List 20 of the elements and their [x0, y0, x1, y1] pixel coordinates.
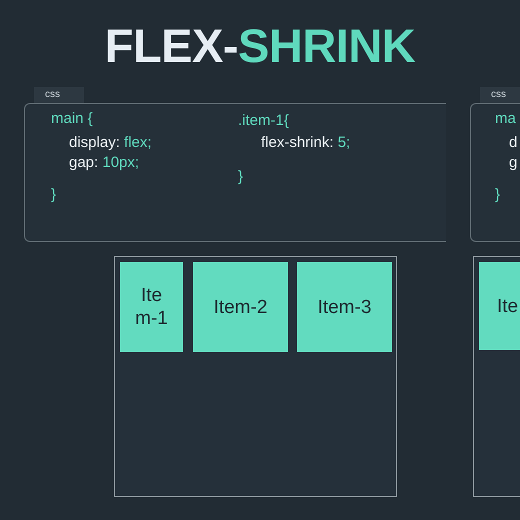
code-line: } [238, 168, 244, 186]
code-line: main { [51, 110, 93, 128]
code-line: flex-shrink: 5; [261, 134, 350, 152]
code-line: } [51, 186, 56, 204]
file-tab: css [34, 87, 84, 103]
flex-item: Ite [479, 262, 520, 350]
code-line: .item-1{ [238, 112, 289, 130]
code-line: g [509, 154, 518, 172]
file-tab: css [480, 87, 520, 103]
code-line: ma [495, 110, 516, 128]
flex-item: Item-1 [120, 262, 183, 352]
flex-item: Item-3 [297, 262, 392, 352]
flex-container [473, 256, 520, 497]
title: FLEX-SHRINK [104, 21, 416, 71]
code-line: gap: 10px; [69, 154, 140, 172]
flex-item: Item-2 [193, 262, 288, 352]
flex-container [114, 256, 397, 497]
code-line: display: flex; [69, 134, 152, 152]
code-line: d [509, 134, 518, 152]
code-line: } [495, 186, 500, 204]
